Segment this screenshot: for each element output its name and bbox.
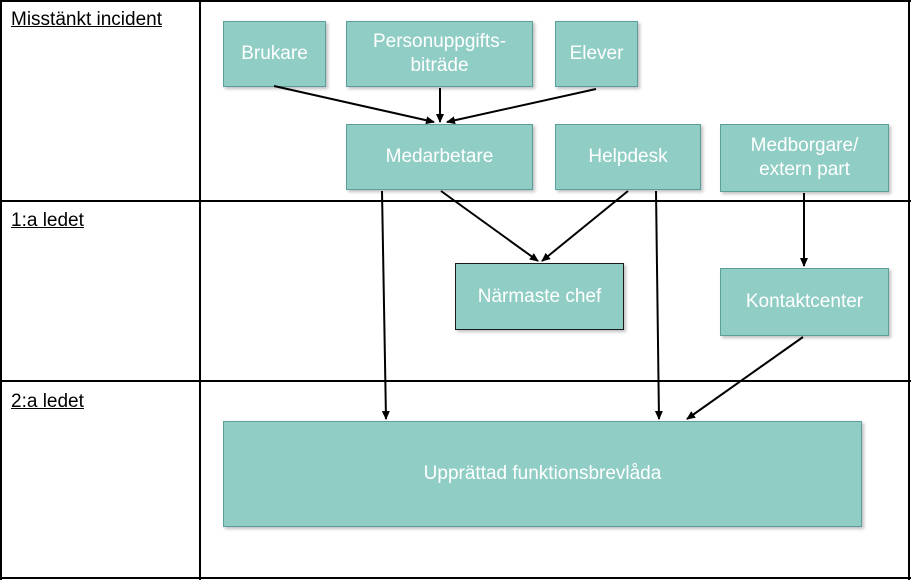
- node-kontaktcenter: Kontaktcenter: [720, 268, 889, 336]
- node-brukare-label: Brukare: [241, 43, 308, 64]
- node-medarbetare-label: Medarbetare: [385, 146, 494, 167]
- node-narmaste-chef-label: Närmaste chef: [477, 285, 602, 307]
- frame-bottom-border: [0, 577, 911, 579]
- node-kontaktcenter-label: Kontaktcenter: [745, 291, 864, 312]
- arrow-medarbetare-to-narmaste-chef: [440, 190, 539, 262]
- arrow-brukare-to-medarbetare: [273, 85, 435, 125]
- node-medborgare-extern-part: Medborgare/ extern part: [720, 124, 889, 192]
- node-upprattad-funktionsbrevlada: Upprättad funktionsbrevlåda: [223, 421, 862, 527]
- arrow-medarbetare-to-funktionsbrevlada: [381, 190, 390, 420]
- lane-label-misstankt-incident: Misstänkt incident: [11, 9, 163, 30]
- node-elever: Elever: [555, 21, 638, 87]
- node-narmaste-chef: Närmaste chef: [455, 263, 624, 330]
- node-medborgare-label: Medborgare/ extern part: [750, 135, 859, 180]
- arrow-elever-to-medarbetare: [446, 88, 597, 125]
- node-elever-label: Elever: [569, 43, 624, 64]
- lane-label-2a-ledet: 2:a ledet: [11, 391, 84, 412]
- lane-divider-2: [0, 380, 911, 382]
- lane-label-divider: [199, 0, 201, 580]
- frame-top-border: [0, 0, 911, 2]
- frame-left-border: [0, 0, 2, 580]
- arrow-kontaktcenter-to-funktionsbrevlada: [686, 336, 804, 420]
- node-medarbetare: Medarbetare: [346, 124, 533, 190]
- node-helpdesk-label: Helpdesk: [588, 146, 668, 167]
- node-personuppgiftsbitrade: Personuppgifts- biträde: [346, 21, 533, 87]
- lane-label-1a-ledet: 1:a ledet: [11, 210, 84, 231]
- node-helpdesk: Helpdesk: [555, 124, 701, 190]
- frame-right-border: [908, 0, 910, 580]
- arrow-helpdesk-to-narmaste-chef: [541, 190, 629, 262]
- node-personuppgiftsbitrade-label: Personuppgifts- biträde: [372, 31, 507, 76]
- arrow-helpdesk-to-funktionsbrevlada: [654, 190, 663, 420]
- node-funktionsbrevlada-label: Upprättad funktionsbrevlåda: [423, 463, 662, 484]
